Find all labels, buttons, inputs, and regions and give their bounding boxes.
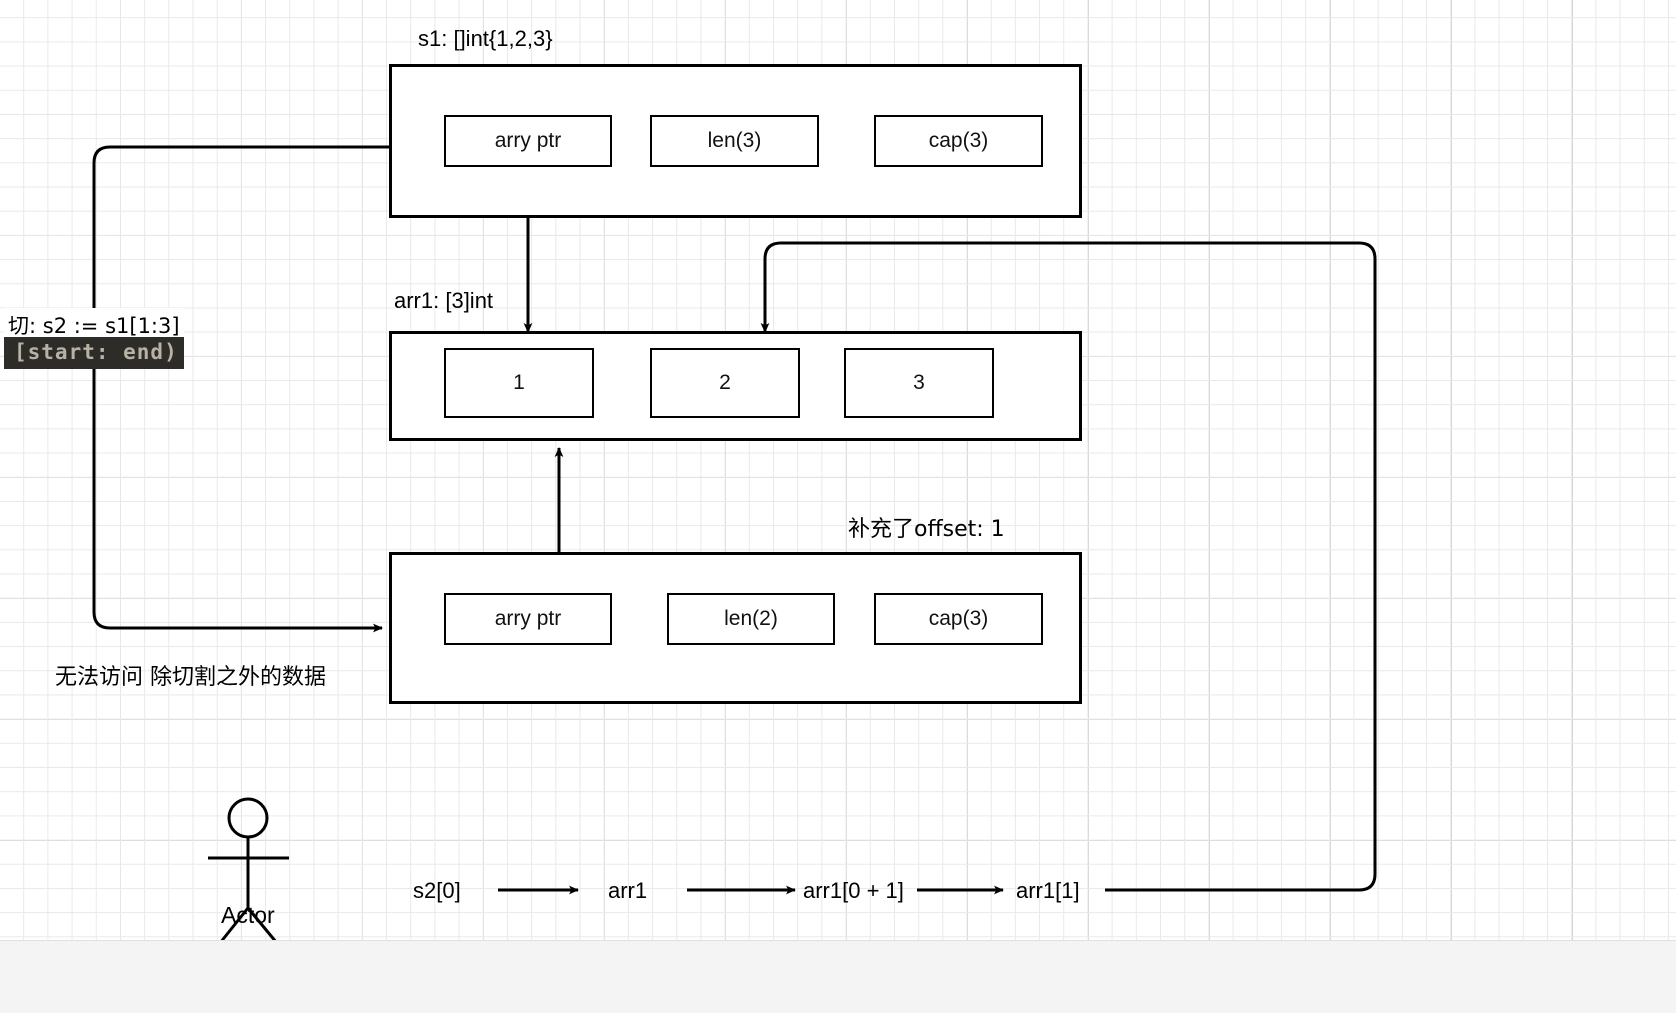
flow-step-arr1-offset-expr: arr1[0 + 1] [803, 878, 904, 903]
offset-note: 补充了offset: 1 [848, 517, 1005, 542]
actor-label: Actor [221, 902, 275, 928]
array-arr1-cell-0[interactable]: 1 [444, 348, 594, 418]
no-access-note: 无法访问 除切割之外的数据 [55, 665, 326, 690]
array-arr1-cell-1[interactable]: 2 [650, 348, 800, 418]
connector-s1-to-s2 [92, 145, 390, 633]
flow-step-s2-index0: s2[0] [413, 878, 461, 903]
range-badge: [start: end) [4, 337, 184, 369]
slice-s1-header: s1: []int{1,2,3} [418, 26, 553, 51]
slice-s2-cell-arryptr[interactable]: arry ptr [444, 593, 612, 645]
array-arr1-header: arr1: [3]int [394, 288, 494, 313]
flow-step-arr1-index1: arr1[1] [1016, 878, 1080, 903]
flow-step-arr1: arr1 [608, 878, 648, 903]
slice-s2-cell-len[interactable]: len(2) [667, 593, 835, 645]
array-arr1-cell-2[interactable]: 3 [844, 348, 994, 418]
bottom-status-bar [0, 940, 1676, 1013]
slice-expression-note: 切: s2 := s1[1:3] [4, 308, 184, 342]
slice-s1-cell-cap[interactable]: cap(3) [874, 115, 1043, 167]
slice-s1-cell-arryptr[interactable]: arry ptr [444, 115, 612, 167]
slice-s2-cell-cap[interactable]: cap(3) [874, 593, 1043, 645]
connector-arr1idx1-to-arr1-cell1 [760, 241, 1377, 892]
slice-s1-cell-len[interactable]: len(3) [650, 115, 819, 167]
